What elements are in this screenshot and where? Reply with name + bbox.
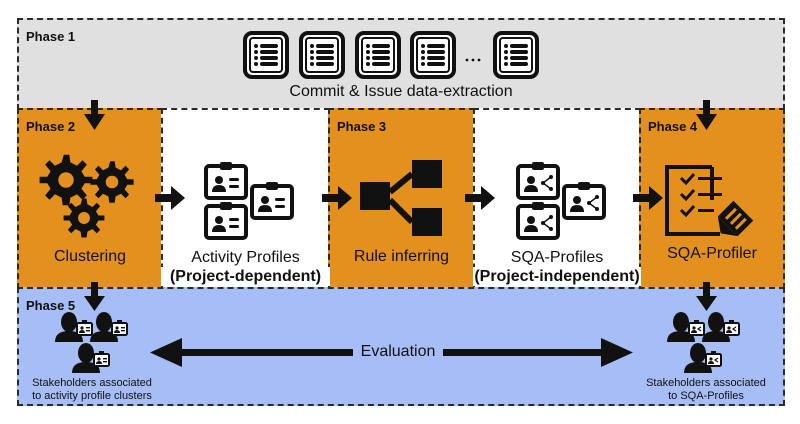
sqa-profiles-title: SQA-Profiles — [510, 249, 604, 266]
arrow-down-phase2-to-phase5 — [84, 282, 105, 311]
stakeholders-left-caption: Stakeholders associated to activity prof… — [22, 377, 162, 403]
stakeholders-right-caption: Stakeholders associated to SQA-Profiles — [636, 377, 776, 403]
id-badges-share-icon — [516, 160, 606, 240]
sqa-profiles-caption: SQA-Profiles (Project-independent) — [473, 248, 641, 286]
phase3-label: Phase 3 — [337, 119, 387, 134]
gears-icon — [39, 154, 134, 238]
phase2-label: Phase 2 — [26, 119, 76, 134]
id-badges-icon — [204, 160, 294, 240]
arrow-right-sqa-to-profiler — [633, 186, 663, 210]
arrow-right-rules-to-sqa — [465, 186, 495, 210]
stakeholders-left-line1: Stakeholders associated — [32, 377, 152, 389]
arrows — [84, 100, 717, 367]
activity-profiles-title: Activity Profiles — [191, 249, 300, 266]
phase4-caption: SQA-Profiler — [667, 245, 757, 262]
phase2-box — [17, 108, 163, 289]
stakeholders-left-line2: to activity profile clusters — [32, 390, 152, 402]
arrow-down-phase1-to-phase2 — [84, 100, 105, 130]
arrow-down-phase1-to-phase4 — [696, 100, 717, 130]
arrow-right-activity-to-rules — [322, 186, 352, 210]
activity-profiles-subtitle: (Project-dependent) — [161, 267, 330, 286]
phase5-label: Phase 5 — [26, 298, 76, 313]
tree-hierarchy-icon — [360, 160, 442, 236]
arrow-down-phase4-to-phase5 — [696, 282, 717, 311]
stakeholders-left-icon — [55, 312, 128, 373]
phase3-caption: Rule inferring — [353, 248, 450, 265]
phase1-box — [17, 18, 785, 110]
stakeholders-right-line1: Stakeholders associated — [646, 377, 766, 389]
evaluation-arrow-left — [150, 338, 353, 367]
sqa-profiles-subtitle: (Project-independent) — [473, 267, 641, 286]
activity-profiles-caption: Activity Profiles (Project-dependent) — [161, 248, 330, 286]
phase1-label: Phase 1 — [26, 29, 76, 44]
evaluation-label: Evaluation — [360, 343, 436, 360]
phase2-caption: Clustering — [53, 248, 127, 265]
arrow-right-clustering-to-activity — [155, 186, 185, 210]
phase5-box — [17, 287, 785, 406]
stakeholders-right-line2: to SQA-Profiles — [668, 390, 744, 402]
checklist-pencil-icon — [665, 165, 754, 237]
phase1-caption: Commit & Issue data-extraction — [289, 83, 513, 100]
stakeholders-right-icon — [667, 312, 740, 373]
ellipsis-dots — [465, 58, 481, 62]
phase4-label: Phase 4 — [648, 119, 698, 134]
document-list-icon — [243, 31, 539, 79]
evaluation-arrow-right — [443, 338, 633, 367]
